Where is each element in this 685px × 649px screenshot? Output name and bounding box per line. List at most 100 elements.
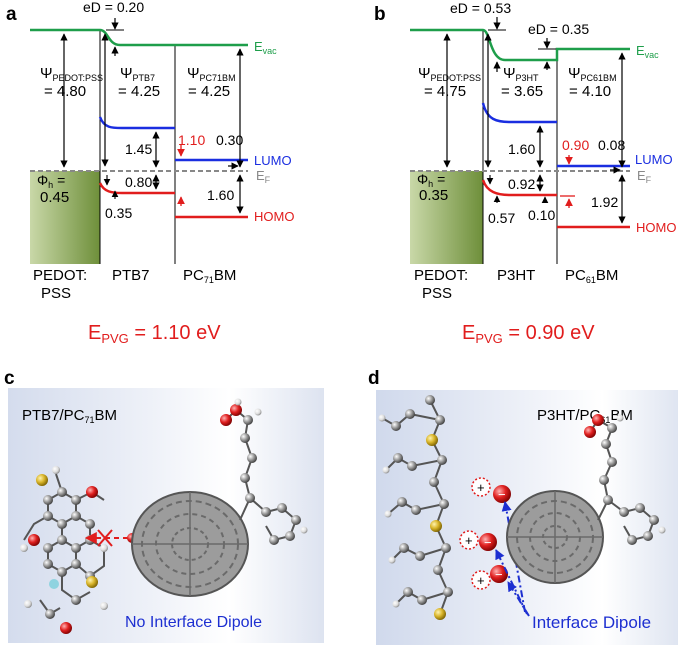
epvg-b: EPVG = 0.90 eV: [462, 322, 595, 346]
atom: [269, 535, 279, 545]
atom-hydrogen: [100, 602, 108, 610]
atom-oxygen: [584, 426, 596, 438]
atom-hydrogen: [300, 526, 308, 534]
atom-oxygen: [60, 622, 72, 634]
atom: [435, 415, 445, 425]
atom: [277, 503, 287, 513]
value-080: 0.80: [125, 174, 152, 190]
atom-fluorine: [49, 579, 59, 589]
phi-value-a: 0.45: [40, 189, 69, 206]
atom: [425, 395, 435, 405]
svg-text:−: −: [495, 567, 503, 582]
psi-pedot-value-b: = 4.75: [424, 83, 466, 100]
psi-ptb7-label: ΨPTB7: [120, 65, 155, 83]
value-010: 0.10: [528, 207, 555, 223]
atom: [261, 507, 271, 517]
panel-b: b eD = 0.53 eD = 0.35 ΨPEDOT:PSS = 4: [374, 0, 676, 346]
vacuum-level-a: [30, 28, 248, 47]
value-092: 0.92: [508, 176, 535, 192]
dipole-3: + −: [471, 565, 508, 590]
value-090: 0.90: [562, 137, 589, 153]
atom: [391, 421, 401, 431]
value-008: 0.08: [598, 137, 625, 153]
psi-pc61bm-label: ΨPC61BM: [568, 65, 617, 83]
evac-label-b: Evac: [636, 43, 659, 60]
epvg-a: EPVG = 1.10 eV: [88, 322, 221, 346]
atom: [43, 559, 53, 569]
phi-label-a: Φh =: [37, 172, 65, 190]
atom: [57, 487, 67, 497]
lumo-label-a: LUMO: [254, 153, 292, 168]
ef-label-a: EF: [256, 168, 271, 185]
atom-hydrogen: [254, 408, 262, 416]
phi-value-b: 0.35: [419, 187, 448, 204]
atom: [57, 519, 67, 529]
atom: [443, 587, 453, 597]
panel-letter-b: b: [374, 4, 386, 25]
atom: [649, 515, 659, 525]
cross-icon-line: [97, 529, 113, 547]
atom: [607, 457, 617, 467]
dipole-1: + −: [471, 477, 511, 503]
atom-hydrogen: [384, 510, 392, 518]
atom: [601, 439, 611, 449]
fullerene-c61: [506, 490, 604, 584]
pedot-block-b: [410, 171, 483, 264]
panel-c: c PTB7/PC71BM: [4, 368, 324, 643]
atom: [627, 535, 637, 545]
lumo-label-b: LUMO: [635, 152, 673, 167]
atom-hydrogen: [234, 398, 242, 406]
lumo-ptb7: [98, 116, 175, 130]
atom: [393, 453, 403, 463]
dipole-arrow-3: [507, 581, 530, 617]
title-d: P3HT/PC61BM: [537, 407, 633, 425]
atom: [240, 433, 250, 443]
value-030: 0.30: [216, 132, 243, 148]
material-pedot-b-l1: PEDOT:: [414, 267, 468, 284]
atom: [85, 535, 95, 545]
atom-sulfur: [426, 434, 438, 446]
atom-oxygen: [220, 414, 232, 426]
material-ptb7: PTB7: [112, 267, 150, 284]
atom: [245, 493, 255, 503]
psi-ptb7-value-prefix: = 4.25: [118, 83, 160, 100]
ed2-label-b: eD = 0.35: [528, 21, 589, 37]
atom-sulfur: [36, 474, 48, 486]
panel-d: d P3HT/PC61BM: [368, 368, 678, 645]
psi-p3ht-value: = 3.65: [501, 83, 543, 100]
atom: [403, 587, 413, 597]
atom: [85, 519, 95, 529]
atom: [57, 535, 67, 545]
homo-label-b: HOMO: [636, 220, 676, 235]
value-160a: 1.60: [207, 187, 234, 203]
atom-sulfur: [430, 520, 442, 532]
atom: [433, 565, 443, 575]
atom: [57, 567, 67, 577]
panel-a: a eD = 0.20: [6, 0, 294, 346]
atom-sulfur: [86, 576, 98, 588]
homo-p3ht: [481, 179, 557, 197]
material-pedot-a-l2: PSS: [41, 285, 71, 302]
psi-pedot-value-a: = 4.80: [44, 83, 86, 100]
homo-label-a: HOMO: [254, 209, 294, 224]
atom: [43, 543, 53, 553]
atom-oxygen: [86, 486, 98, 498]
atom-hydrogen: [658, 526, 666, 534]
svg-text:+: +: [465, 533, 473, 548]
psi-pc71bm-value: = 4.25: [188, 83, 230, 100]
svg-text:−: −: [484, 535, 492, 550]
atom-hydrogen: [24, 600, 32, 608]
atom-hydrogen: [20, 544, 28, 552]
psi-pc61bm-value: = 4.10: [569, 83, 611, 100]
atom-oxygen: [230, 404, 242, 416]
atom: [439, 499, 449, 509]
fullerene-c71: [131, 491, 249, 597]
atom-hydrogen: [392, 600, 400, 608]
value-035: 0.35: [105, 205, 132, 221]
svg-text:+: +: [477, 480, 485, 495]
psi-pedot-label-a: ΨPEDOT:PSS: [40, 65, 103, 83]
dipole-2: + −: [459, 530, 497, 551]
psi-p3ht-label: ΨP3HT: [503, 65, 539, 83]
vacuum-level-b: [410, 28, 630, 62]
svg-text:+: +: [477, 573, 485, 588]
